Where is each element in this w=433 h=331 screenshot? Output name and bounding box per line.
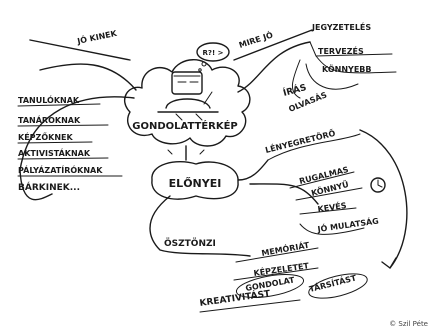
motivates-item: KREATIVITÁST: [199, 287, 272, 309]
thought-text: R?! >: [203, 49, 224, 57]
what-branch-line: [233, 29, 313, 93]
clock-icon: [370, 177, 386, 193]
benefits-list: LÉNYEGRETÖRŐ RUGALMAS KÖNNYŰ KEVÉS JÓ MU…: [264, 127, 380, 235]
motivates-item: KÉPZELETET: [253, 259, 310, 278]
what-item: TERVEZÉS: [318, 45, 364, 56]
spark-icon: [167, 145, 205, 155]
tarsitast-circle: [308, 273, 368, 299]
benefits-item: JÓ MULATSÁG: [316, 215, 380, 235]
motivates-list: MEMÓRIÁT KÉPZELETET GONDOLAT TÁRSÍTÁST K…: [199, 239, 368, 313]
arrow-head-icon: [381, 257, 397, 269]
who-item: BÁRKINEK...: [18, 181, 80, 193]
who-list: TANULÓKNAK TANÁROKNAK KÉPZŐKNEK AKTIVIST…: [17, 94, 123, 193]
who-branch-line: [29, 39, 137, 91]
motivates-item: MEMÓRIÁT: [260, 239, 310, 258]
who-item: TANÁROKNAK: [18, 114, 81, 125]
person-drawing-icon: [157, 71, 219, 121]
what-item: KÖNNYEBB: [322, 64, 371, 74]
who-connector: [19, 96, 135, 201]
benefits-blob: [151, 161, 239, 200]
benefits-label: ELŐNYEI: [169, 176, 222, 190]
motivates-label: ÖSZTÖNZI: [164, 238, 216, 249]
motivates-item: GONDOLAT: [245, 275, 296, 293]
who-item: PÁLYÁZATÍRÓKNAK: [18, 164, 103, 175]
thought-bubble: R?! >: [196, 42, 230, 72]
return-arrow: [359, 129, 408, 269]
center-title: GONDOLATTÉRKÉP: [132, 119, 238, 132]
what-item: JEGYZETELÉS: [311, 21, 371, 32]
who-item: AKTIVISTÁKNAK: [18, 147, 91, 158]
benefits-branch-line: [237, 159, 319, 205]
gondolat-circle: [235, 274, 305, 298]
motivates-branch-line: [149, 195, 251, 257]
motivates-item: TÁRSÍTÁST: [308, 271, 358, 293]
benefits-item: LÉNYEGRETÖRŐ: [264, 127, 337, 155]
central-cloud: [124, 59, 251, 147]
who-item: TANULÓKNAK: [18, 94, 80, 105]
who-label: JÓ KINEK: [75, 27, 118, 46]
copyright: © Szil Péte: [389, 320, 428, 328]
what-item: ÍRÁS: [282, 81, 308, 99]
who-item: KÉPZŐKNEK: [18, 131, 73, 142]
